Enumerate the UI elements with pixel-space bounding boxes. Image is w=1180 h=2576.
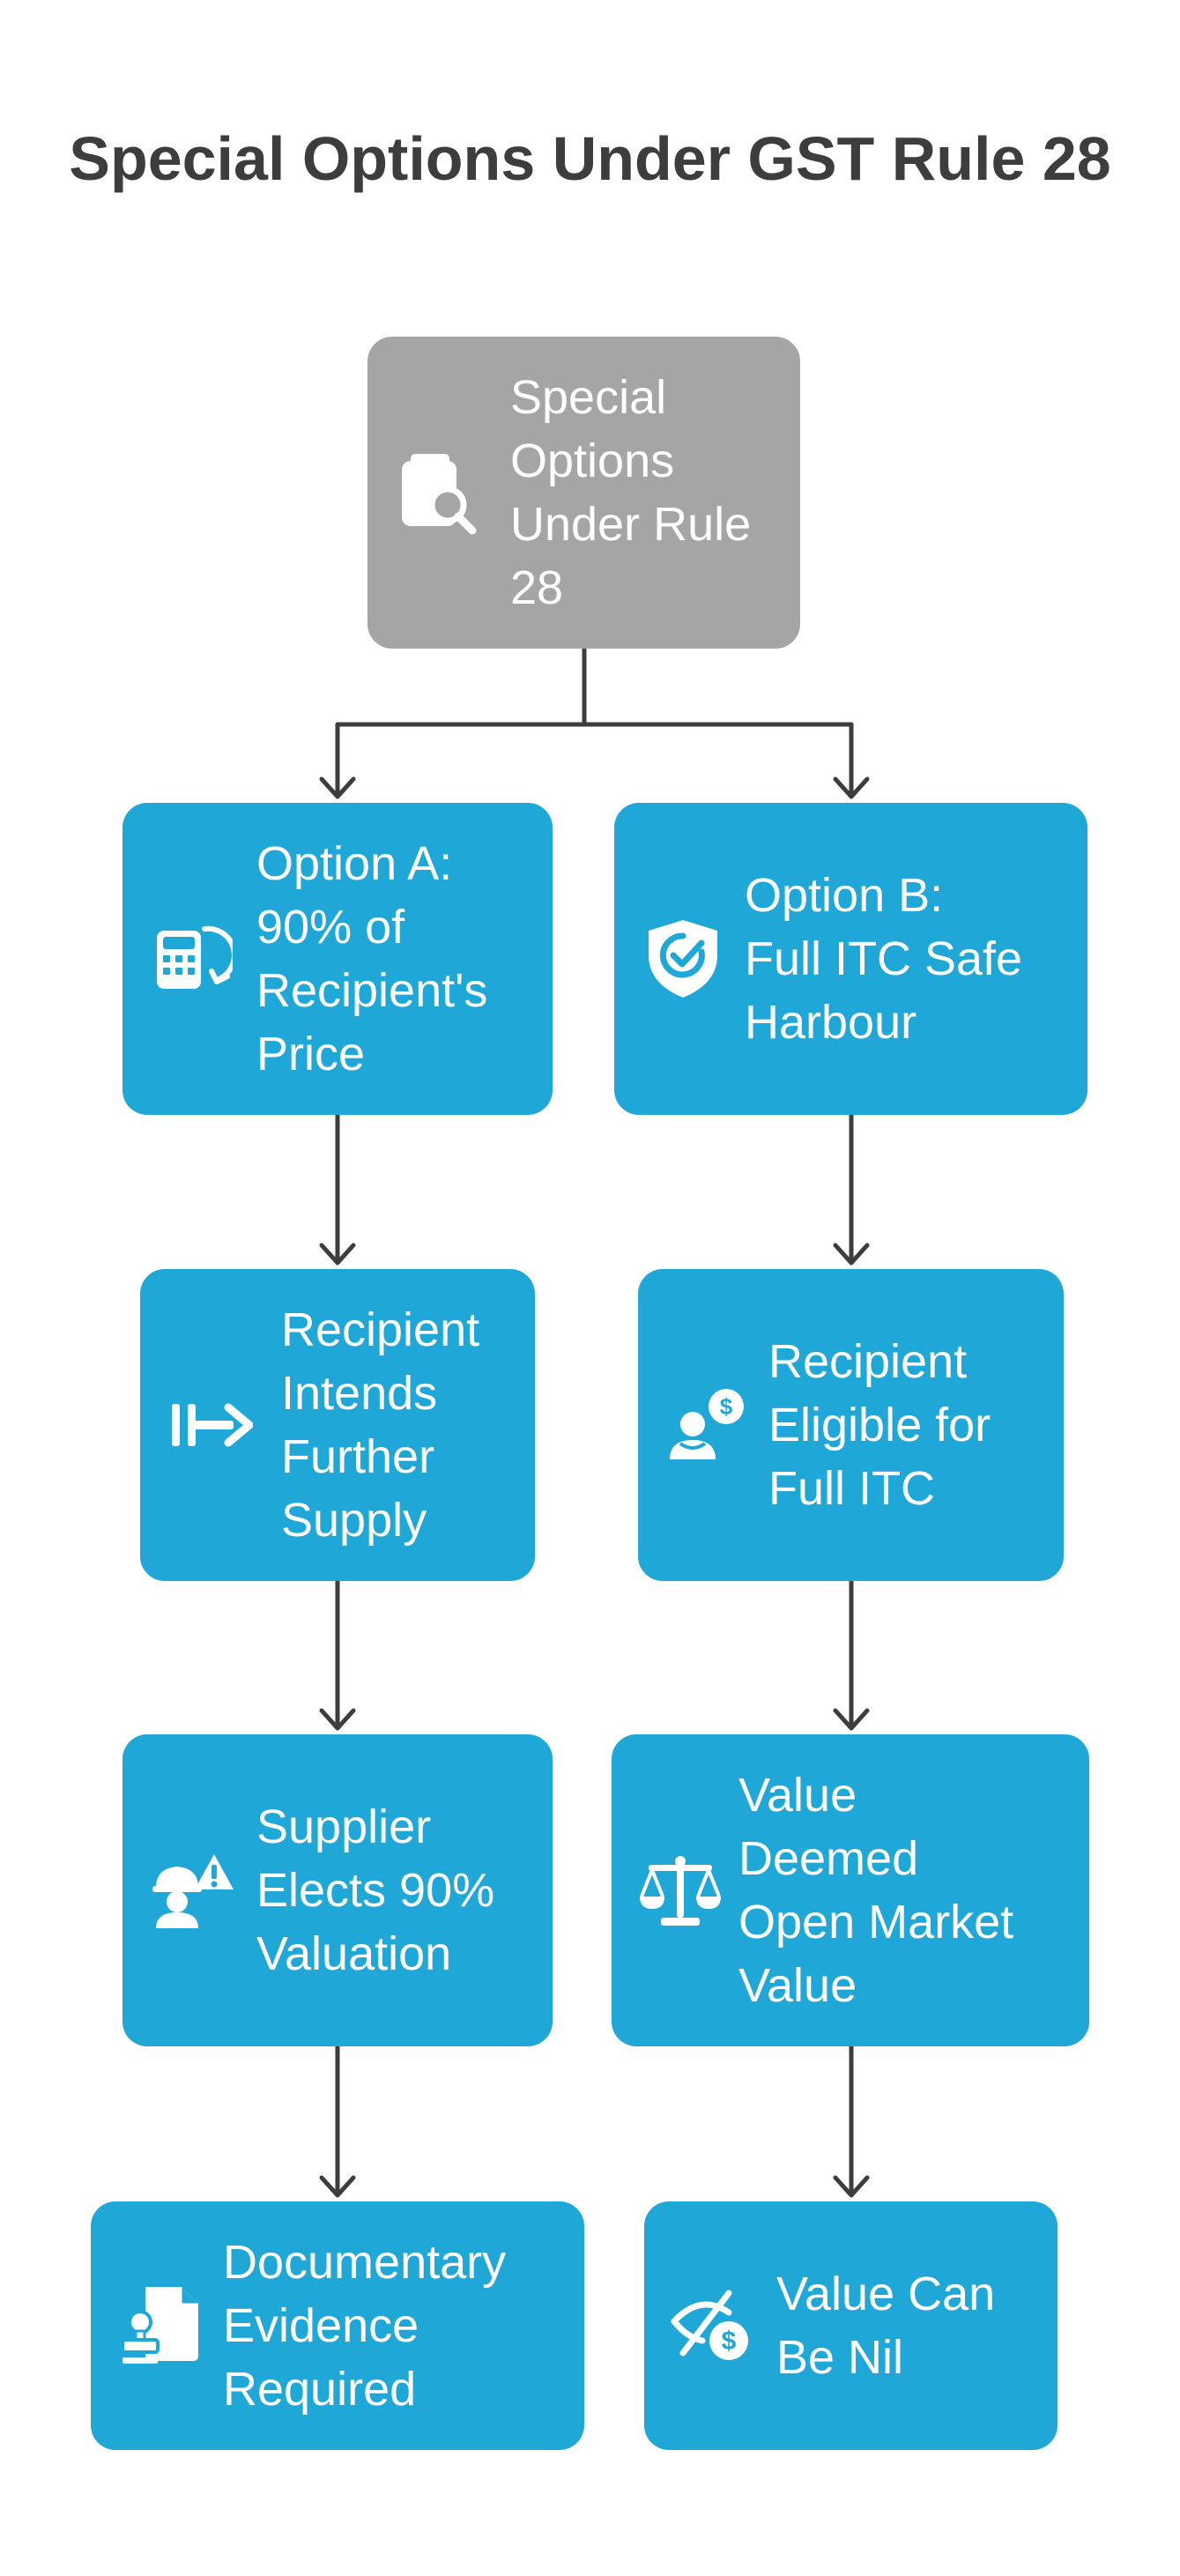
node-documentary-evidence: Documentary Evidence Required	[91, 2201, 584, 2450]
arrowhead-right-1-2	[833, 1243, 870, 1266]
hidden-value-dollar-icon: $	[669, 2282, 757, 2370]
root-node-label: Special Options Under Rule 28	[510, 371, 752, 614]
arrowhead-left-2-3	[319, 1708, 356, 1731]
diagram-title: Special Options Under GST Rule 28	[69, 124, 1111, 193]
arrowhead-left-1-2	[319, 1243, 356, 1266]
node-recipient-intends-supply-label: Recipient Intends Further Supply	[281, 1303, 480, 1547]
document-stamp-icon	[117, 2282, 205, 2370]
arrowhead-left-3-4	[319, 2175, 356, 2198]
arrowhead-root-right	[833, 776, 870, 799]
node-option-b: Option B: Full ITC Safe Harbour	[614, 803, 1087, 1115]
node-value-deemed-omv: Value Deemed Open Market Value	[612, 1734, 1089, 2046]
node-recipient-intends-supply: Recipient Intends Further Supply	[140, 1269, 535, 1581]
node-recipient-eligible-itc-label: Recipient Eligible for Full ITC	[768, 1335, 991, 1515]
arrowhead-root-left	[319, 776, 356, 799]
arrow-forward-icon	[167, 1381, 255, 1469]
svg-text:$: $	[720, 1393, 733, 1420]
calculator-refresh-icon	[149, 915, 237, 1003]
node-supplier-elects-valuation: Supplier Elects 90% Valuation	[122, 1734, 553, 2046]
root-node: Special Options Under Rule 28	[367, 337, 800, 649]
node-value-deemed-omv-label: Value Deemed Open Market Value	[738, 1769, 1014, 2012]
arrowhead-right-2-3	[833, 1708, 870, 1731]
svg-text:$: $	[722, 2327, 737, 2356]
node-recipient-eligible-itc: $ Recipient Eligible for Full ITC	[638, 1269, 1064, 1581]
node-supplier-elects-valuation-label: Supplier Elects 90% Valuation	[256, 1800, 495, 1980]
balance-scale-icon	[636, 1846, 724, 1934]
document-search-icon	[394, 449, 482, 537]
node-value-can-be-nil: $ Value Can Be Nil	[644, 2201, 1058, 2450]
arrowhead-right-3-4	[833, 2175, 870, 2198]
node-value-can-be-nil-label: Value Can Be Nil	[776, 2268, 996, 2384]
worker-warning-icon	[149, 1846, 237, 1934]
person-dollar-icon: $	[663, 1381, 751, 1469]
node-option-a: Option A: 90% of Recipient's Price	[122, 803, 553, 1115]
node-documentary-evidence-label: Documentary Evidence Required	[223, 2236, 507, 2416]
shield-check-icon	[639, 915, 727, 1003]
node-option-a-label: Option A: 90% of Recipient's Price	[256, 837, 488, 1080]
node-option-b-label: Option B: Full ITC Safe Harbour	[745, 869, 1023, 1049]
